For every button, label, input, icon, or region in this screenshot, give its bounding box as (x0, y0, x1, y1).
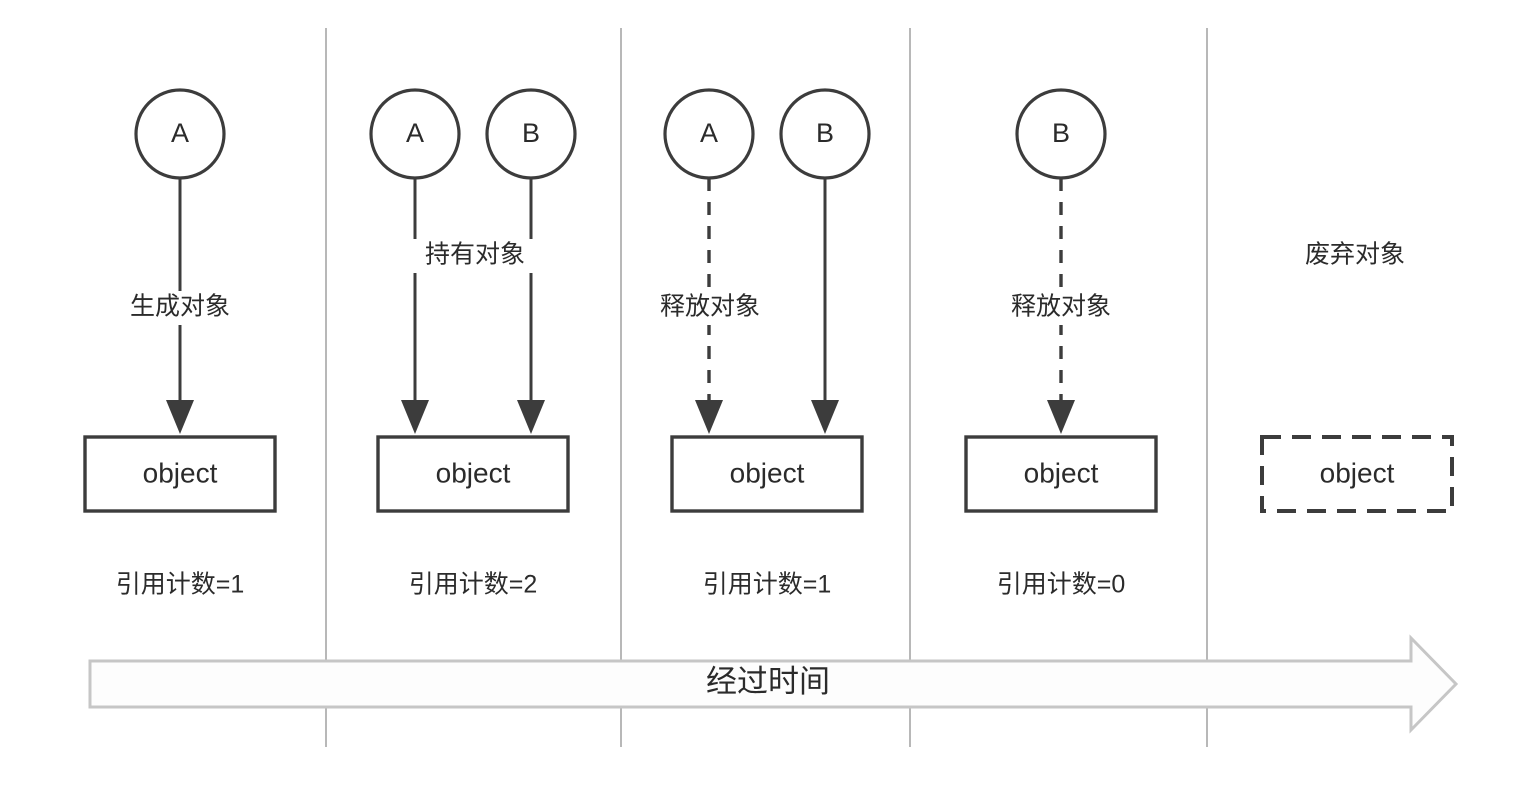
object-box-label-p3: object (730, 457, 805, 488)
edge-label-bg-p1 (116, 291, 244, 325)
arrowhead-b-to-object (1047, 400, 1075, 434)
panel-2: A B 持有对象 object 引用计数=2 (369, 88, 577, 599)
arrowhead-b-to-object (811, 400, 839, 434)
object-box-label-p4: object (1024, 457, 1099, 488)
node-label-a: A (406, 118, 424, 148)
panel-1: A 生成对象 object 引用计数=1 (83, 88, 277, 599)
arrowhead-a-to-object (695, 400, 723, 434)
panel-3: A B 释放对象 object 引用计数=1 (646, 88, 871, 599)
node-label-a: A (700, 118, 718, 148)
node-label-a: A (171, 118, 189, 148)
refcount-label-p3: 引用计数=1 (703, 571, 832, 599)
object-box-label-p5: object (1320, 457, 1395, 488)
object-box-label-p2: object (436, 457, 511, 488)
edge-label-release-object: 释放对象 (1011, 293, 1111, 321)
node-circle-b[interactable] (1015, 88, 1107, 180)
edge-label-create-object: 生成对象 (130, 293, 230, 321)
panel-4: B 释放对象 object 引用计数=0 (964, 88, 1158, 599)
node-label-b: B (816, 118, 834, 148)
node-label-b: B (1052, 118, 1070, 148)
edge-label-bg-p3 (646, 291, 774, 325)
timeline-arrow (88, 634, 1459, 734)
object-box-p5-discarded[interactable] (1260, 435, 1454, 513)
timeline-label: 经过时间 (706, 664, 830, 699)
object-box-p4[interactable] (964, 435, 1158, 513)
edge-label-bg-p2 (411, 239, 539, 273)
node-circle-a[interactable] (369, 88, 461, 180)
object-box-p3[interactable] (670, 435, 864, 513)
discarded-object-label: 废弃对象 (1305, 241, 1405, 269)
edge-label-hold-object: 持有对象 (425, 241, 525, 269)
timeline-arrow-group: 经过时间 (88, 634, 1459, 734)
refcount-label-p1: 引用计数=1 (116, 571, 245, 599)
refcount-label-p2: 引用计数=2 (409, 571, 538, 599)
arrowhead-a-to-object (166, 400, 194, 434)
object-box-p1[interactable] (83, 435, 277, 513)
arrowhead-b-to-object (517, 400, 545, 434)
object-box-label-p1: object (143, 457, 218, 488)
node-circle-a[interactable] (663, 88, 755, 180)
phase-dividers (325, 28, 1208, 747)
node-label-b: B (522, 118, 540, 148)
node-circle-b[interactable] (485, 88, 577, 180)
node-circle-b[interactable] (779, 88, 871, 180)
panel-5: 废弃对象 object (1260, 241, 1454, 513)
arrowhead-a-to-object (401, 400, 429, 434)
object-box-p2[interactable] (376, 435, 570, 513)
node-circle-a[interactable] (134, 88, 226, 180)
edge-label-bg-p4 (997, 291, 1125, 325)
edge-label-release-object: 释放对象 (660, 293, 760, 321)
refcount-label-p4: 引用计数=0 (997, 571, 1126, 599)
